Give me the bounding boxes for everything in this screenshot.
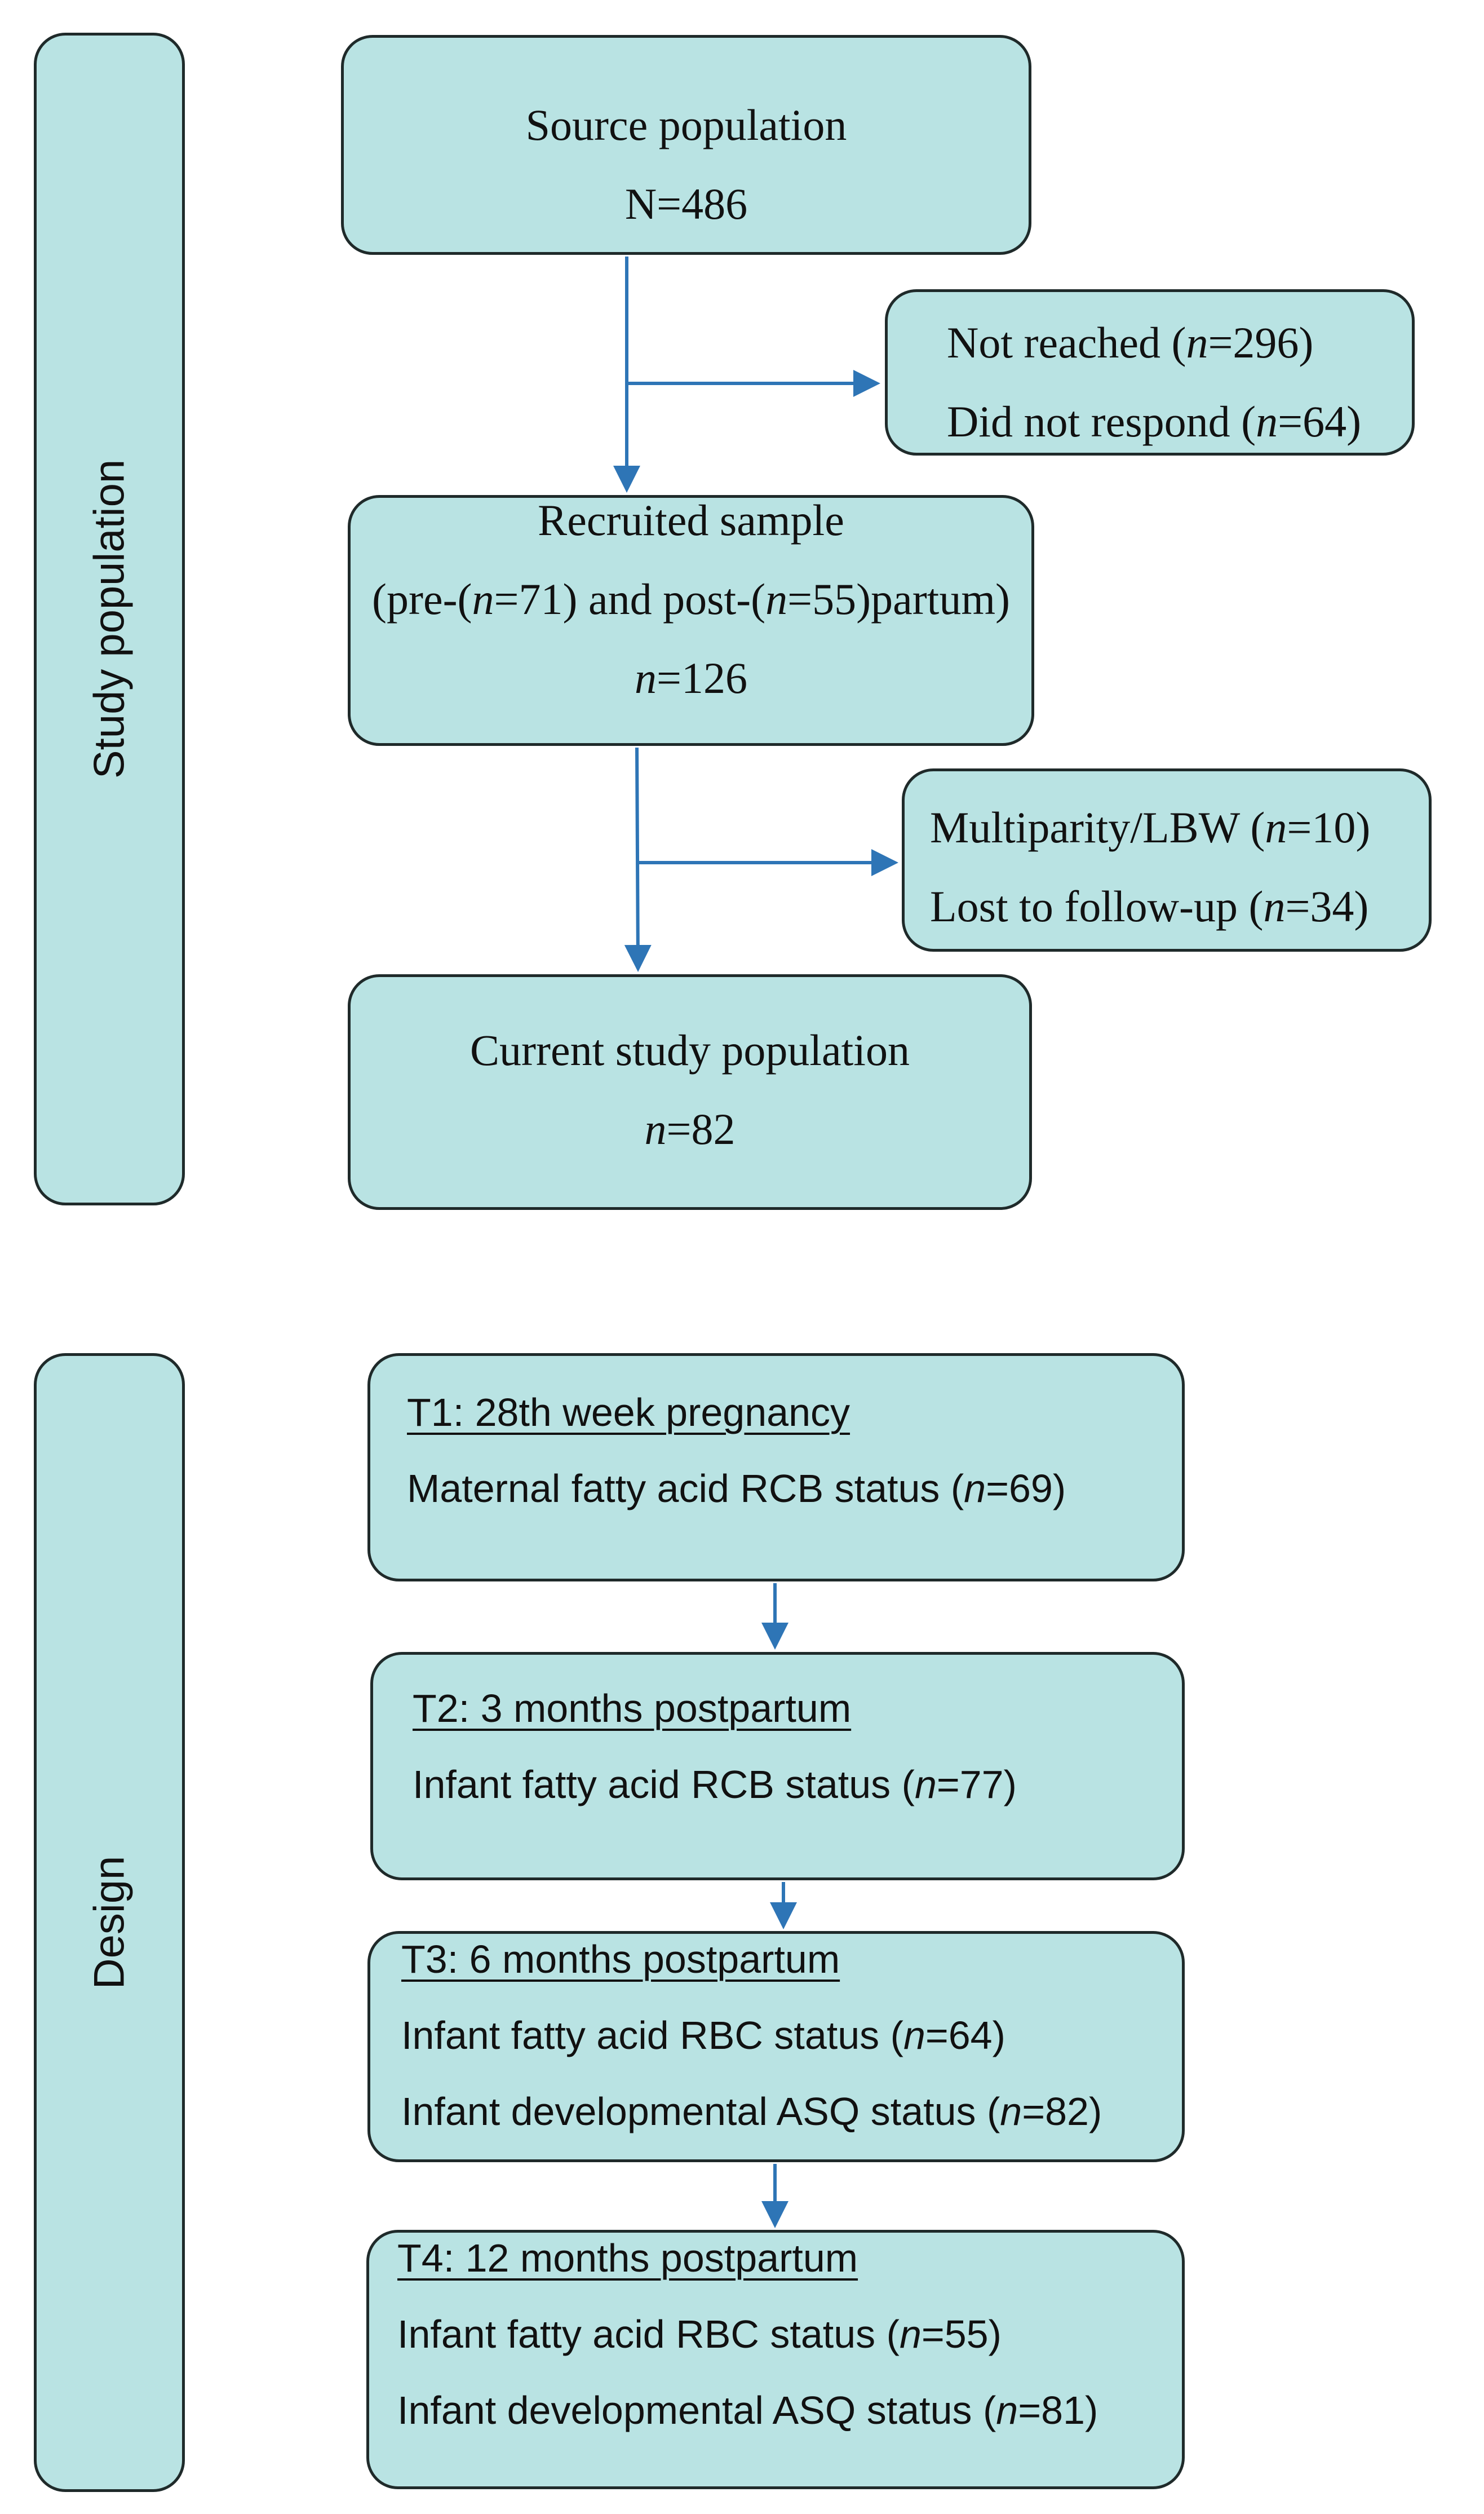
lost-to-follow-up-text: Lost to follow-up (n=34) [930, 882, 1369, 931]
exclusion-box-1: Not reached (n=296) Did not respond (n=6… [885, 289, 1415, 456]
current-study-population-title: Current study population [470, 1026, 910, 1075]
source-population-count: N=486 [624, 179, 748, 228]
t3-heading: T3: 6 months postpartum [401, 1937, 840, 1981]
recruited-sample-breakdown: (pre-(n=71) and post-(n=55)partum) [372, 575, 1010, 624]
t4-line-2: Infant developmental ASQ status (n=81) [397, 2388, 1098, 2432]
recruited-sample-box: Recruited sample (pre-(n=71) and post-(n… [348, 495, 1034, 746]
t3-line-2: Infant developmental ASQ status (n=82) [401, 2089, 1102, 2133]
t1-line-1: Maternal fatty acid RCB status (n=69) [407, 1466, 1066, 1510]
t3-line-1: Infant fatty acid RBC status (n=64) [401, 2013, 1005, 2057]
multiparity-lbw-text: Multiparity/LBW (n=10) [930, 803, 1371, 852]
source-population-box: Source population N=486 [341, 35, 1031, 255]
exclusion-box-2: Multiparity/LBW (n=10) Lost to follow-up… [902, 768, 1432, 952]
recruited-sample-count: n=126 [635, 653, 747, 702]
t2-box: T2: 3 months postpartum Infant fatty aci… [370, 1652, 1185, 1880]
t4-heading: T4: 12 months postpartum [397, 2236, 858, 2280]
did-not-respond-text: Did not respond (n=64) [947, 397, 1362, 446]
t3-box: T3: 6 months postpartum Infant fatty aci… [367, 1931, 1185, 2162]
arrow-recruited-to-current [624, 747, 652, 972]
t2-heading: T2: 3 months postpartum [413, 1686, 852, 1730]
study-population-label-box: Study population [34, 33, 185, 1205]
t1-heading: T1: 28th week pregnancy [407, 1390, 850, 1434]
t4-box: T4: 12 months postpartum Infant fatty ac… [366, 2230, 1185, 2489]
design-label-box: Design [34, 1353, 185, 2492]
t1-box: T1: 28th week pregnancy Maternal fatty a… [367, 1353, 1185, 1581]
recruited-sample-title: Recruited sample [538, 496, 844, 545]
t4-line-1: Infant fatty acid RBC status (n=55) [397, 2312, 1002, 2356]
current-study-population-count: n=82 [644, 1104, 736, 1154]
t2-line-1: Infant fatty acid RCB status (n=77) [413, 1762, 1017, 1806]
current-study-population-box: Current study population n=82 [348, 974, 1032, 1210]
not-reached-text: Not reached (n=296) [947, 318, 1314, 367]
source-population-title: Source population [525, 100, 847, 149]
